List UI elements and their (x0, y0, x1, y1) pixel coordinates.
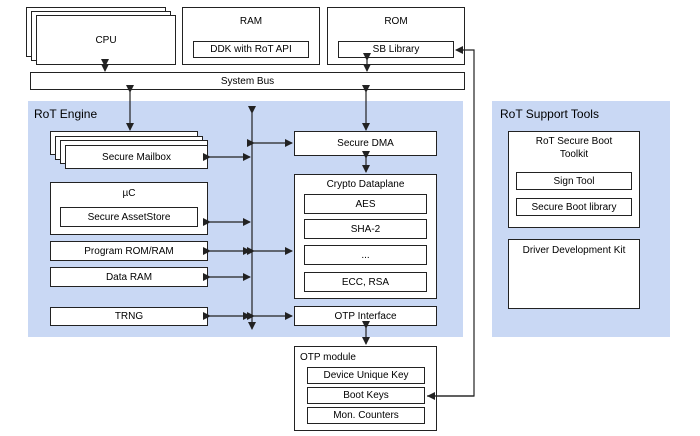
otp-module-title: OTP module (300, 352, 356, 363)
otp-item: Device Unique Key (307, 367, 425, 384)
secure-boot-toolkit-title-1: RoT Secure Boot (535, 136, 613, 147)
system-bus-label: System Bus (220, 75, 275, 87)
crypto-item: ... (304, 245, 427, 265)
sign-tool-box: Sign Tool (516, 172, 632, 190)
cpu-label: CPU (95, 34, 117, 46)
crypto-item: AES (304, 194, 427, 214)
crypto-item: ECC, RSA (304, 272, 427, 292)
crypto-item: SHA-2 (304, 219, 427, 239)
secure-mailbox-label: Secure Mailbox (102, 151, 171, 163)
ram-ddk-label: DDK with RoT API (210, 44, 292, 55)
system-bus: System Bus (30, 72, 465, 90)
secure-mailbox: Secure Mailbox (65, 145, 208, 169)
data-ram-label: Data RAM (105, 271, 153, 283)
uc-label: µC (122, 188, 136, 199)
secure-dma-label: Secure DMA (337, 138, 394, 149)
ram-label: RAM (239, 16, 263, 27)
secure-assetstore-label: Secure AssetStore (87, 211, 171, 223)
trng-label: TRNG (114, 311, 144, 322)
secure-assetstore-box: Secure AssetStore (60, 207, 198, 227)
otp-interface-label: OTP Interface (334, 310, 397, 322)
program-rom-ram-label: Program ROM/RAM (84, 245, 174, 257)
rot-engine-title: RoT Engine (34, 107, 98, 121)
rom-label: ROM (384, 16, 408, 27)
ram-ddk-box: DDK with RoT API (193, 41, 309, 58)
secure-boot-library-label: Secure Boot library (531, 201, 617, 213)
driver-dev-kit-box: Driver Development Kit (508, 239, 640, 309)
bootkeys-sblib-arrow (427, 46, 475, 397)
crypto-dataplane-title: Crypto Dataplane (326, 179, 405, 190)
sign-tool-label: Sign Tool (553, 175, 595, 187)
trng-box: TRNG (50, 307, 208, 326)
support-tools-title: RoT Support Tools (500, 107, 599, 121)
secure-boot-library-box: Secure Boot library (516, 198, 632, 216)
sb-library-label: SB Library (372, 44, 420, 55)
otp-item: Mon. Counters (307, 407, 425, 424)
secure-boot-toolkit-title-2: Toolkit (559, 149, 589, 160)
driver-dev-kit-label: Driver Development Kit (522, 245, 626, 256)
otp-item: Boot Keys (307, 387, 425, 404)
